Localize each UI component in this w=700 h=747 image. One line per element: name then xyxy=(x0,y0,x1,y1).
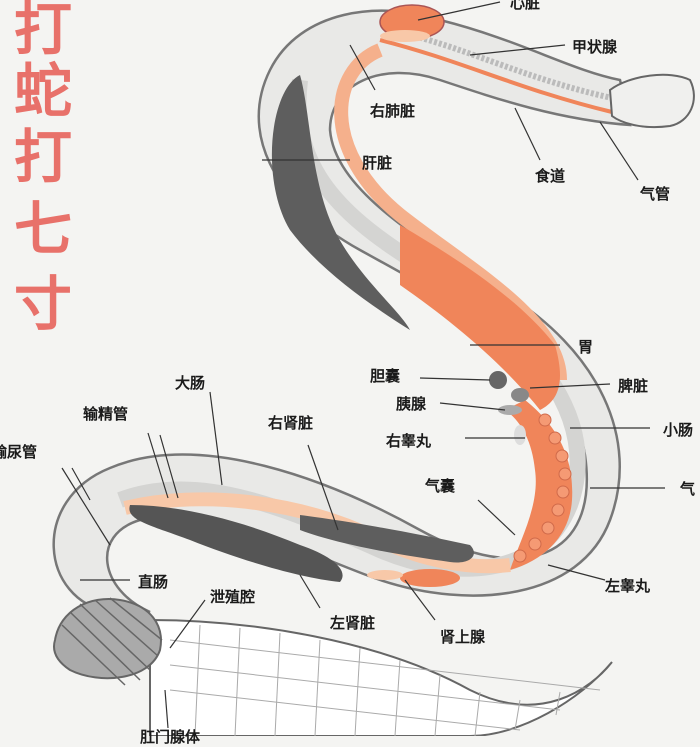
label-liver: 肝脏 xyxy=(362,154,393,172)
label-left-kidney: 左肾脏 xyxy=(330,614,376,632)
tail xyxy=(149,618,613,736)
label-trachea: 气管 xyxy=(640,185,671,203)
label-spleen: 脾脏 xyxy=(618,377,649,395)
gallbladder-shape xyxy=(489,371,507,389)
small-intestine-shape xyxy=(505,400,573,570)
stomach-shape xyxy=(400,225,560,410)
spleen-shape xyxy=(511,388,529,402)
title-char-1: 打 xyxy=(14,0,73,63)
label-vas-deferens: 输精管 xyxy=(83,405,129,423)
label-air-sac-right: 气 xyxy=(680,480,696,498)
label-stomach: 胃 xyxy=(578,338,594,356)
lung-shape xyxy=(380,30,430,42)
label-ureter: 输尿管 xyxy=(0,443,38,461)
title-char-4: 七 xyxy=(14,195,73,263)
thyroid-shape xyxy=(409,32,613,101)
left-kidney-shape xyxy=(129,505,343,582)
title-char-3: 打 xyxy=(14,123,73,191)
label-right-lung: 右肺脏 xyxy=(370,102,416,120)
right-testis-shape xyxy=(514,425,526,445)
title-char-2: 蛇 xyxy=(14,57,73,125)
label-pancreas: 胰腺 xyxy=(396,395,427,413)
label-thyroid: 甲状腺 xyxy=(572,38,618,56)
right-kidney-shape xyxy=(300,515,474,563)
label-gallbladder: 胆囊 xyxy=(370,367,401,385)
label-large-intestine: 大肠 xyxy=(175,374,206,392)
snake-head xyxy=(608,73,695,128)
label-adrenal: 肾上腺 xyxy=(440,628,486,646)
label-left-testis: 左睾丸 xyxy=(605,577,651,595)
liver-shape xyxy=(271,75,410,330)
label-small-intestine: 小肠 xyxy=(663,421,694,439)
trachea-shape xyxy=(379,38,613,114)
adrenal-shape xyxy=(367,570,403,580)
left-testis-shape xyxy=(400,569,460,587)
label-air-sac: 气囊 xyxy=(425,477,456,495)
label-bottom: 肛门腺体 xyxy=(140,728,201,746)
label-rectum: 直肠 xyxy=(138,573,169,591)
label-esophagus: 食道 xyxy=(535,167,566,185)
label-cloaca: 泄殖腔 xyxy=(210,588,256,606)
title-char-5: 寸 xyxy=(14,270,73,338)
label-right-kidney: 右肾脏 xyxy=(268,414,314,432)
label-right-testis: 右睾丸 xyxy=(386,432,432,450)
cloaca-shape xyxy=(52,597,163,686)
label-heart: 心脏 xyxy=(510,0,541,12)
pancreas-shape xyxy=(498,405,522,415)
leader-lines xyxy=(61,1,665,729)
